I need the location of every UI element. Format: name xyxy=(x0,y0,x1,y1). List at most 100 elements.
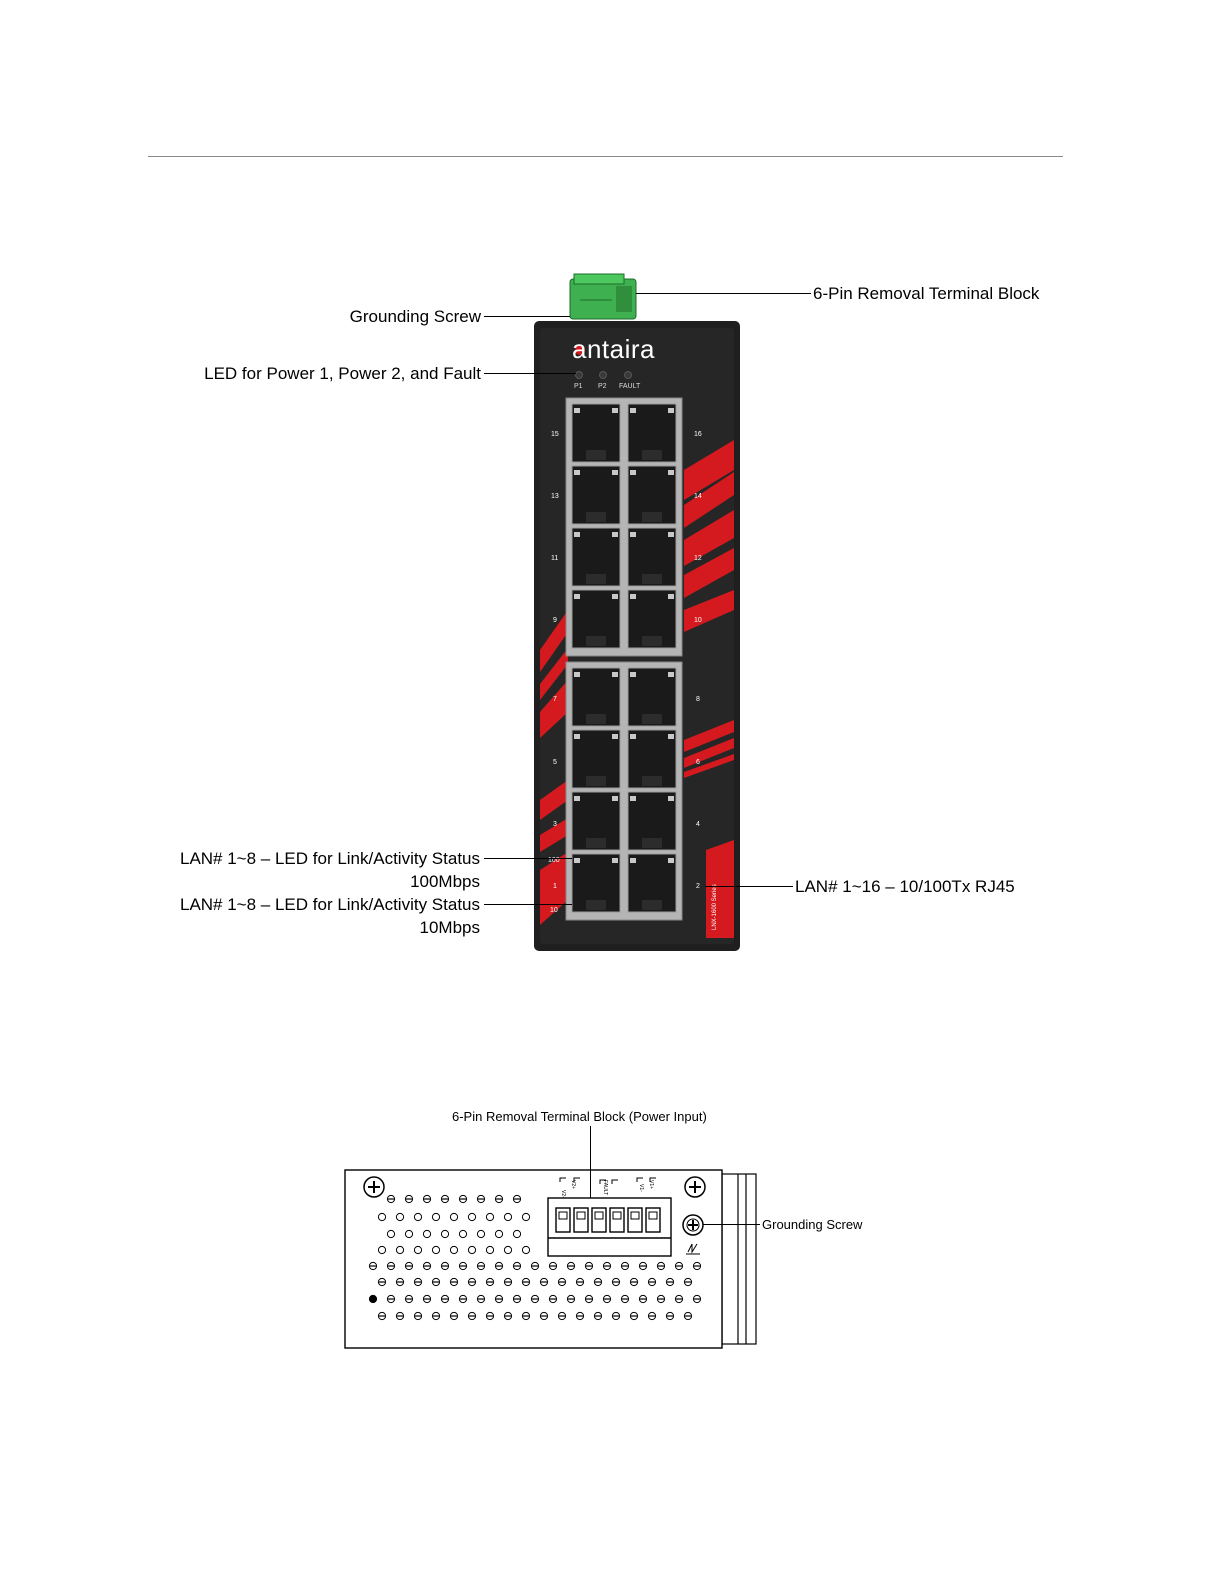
switch-front-view: antaira P1 P2 FAULT 15 13 11 9 7 5 3 1 1… xyxy=(534,273,740,951)
vent-hole xyxy=(431,1212,441,1222)
top-housing xyxy=(344,1169,723,1349)
vent-hole xyxy=(476,1229,486,1239)
red-accent-left xyxy=(540,610,568,925)
leader-line xyxy=(636,293,811,294)
vent-hole xyxy=(413,1212,423,1222)
vent-hole xyxy=(467,1245,477,1255)
rj45-port xyxy=(571,729,621,789)
vent-hole xyxy=(485,1212,495,1222)
vent-hole xyxy=(377,1212,387,1222)
vent-hole xyxy=(386,1229,396,1239)
rj45-port xyxy=(627,853,677,913)
port-numbers-right: 16 14 12 10 8 6 4 2 xyxy=(694,431,702,890)
callout-lan-100-line2: 100Mbps xyxy=(410,872,480,891)
vent-hole xyxy=(449,1245,459,1255)
port-number: 15 xyxy=(551,431,559,438)
callout-rj45: LAN# 1~16 – 10/100Tx RJ45 xyxy=(795,877,1015,896)
vent-hole xyxy=(422,1229,432,1239)
speed-label-10: 10 xyxy=(550,907,558,914)
callout-grounding-screw: Grounding Screw xyxy=(349,307,481,326)
port-number: 16 xyxy=(694,431,702,438)
leader-line xyxy=(703,1224,760,1225)
callout-lan-10-line1: LAN# 1~8 – LED for Link/Activity Status xyxy=(179,895,480,914)
vent-hole xyxy=(395,1245,405,1255)
vent-hole xyxy=(503,1245,513,1255)
port-number: 7 xyxy=(553,696,557,703)
leader-line xyxy=(484,373,576,374)
rj45-port xyxy=(571,791,621,851)
port-number: 11 xyxy=(551,555,558,562)
terminal-pin xyxy=(591,1207,607,1233)
led-label-fault: FAULT xyxy=(619,383,641,390)
vent-hole xyxy=(485,1245,495,1255)
mounting-screw-left-icon xyxy=(363,1176,385,1198)
speed-label-100: 100 xyxy=(548,857,560,864)
leader-line xyxy=(484,316,570,317)
vent-hole xyxy=(440,1229,450,1239)
port-number: 10 xyxy=(694,617,702,624)
port-number: 2 xyxy=(696,883,700,890)
pin-label: V2- xyxy=(560,1190,566,1198)
rj45-port xyxy=(627,527,677,587)
vent-hole xyxy=(458,1229,468,1239)
rj45-port xyxy=(627,465,677,525)
rj45-port xyxy=(627,791,677,851)
vent-hole xyxy=(404,1229,414,1239)
leader-line xyxy=(590,1126,591,1198)
callout-lan-10-line2: 10Mbps xyxy=(419,918,480,937)
leader-line xyxy=(484,904,572,905)
port-number: 13 xyxy=(551,493,559,500)
rj45-port xyxy=(627,729,677,789)
port-number: 8 xyxy=(696,696,700,703)
brand-logo: antaira xyxy=(572,334,655,364)
port-number: 4 xyxy=(696,821,700,828)
leader-line xyxy=(484,858,572,859)
callout-led-power: LED for Power 1, Power 2, and Fault xyxy=(204,364,481,383)
rj45-port xyxy=(627,589,677,649)
red-accent-right xyxy=(684,440,734,938)
terminal-pins xyxy=(555,1207,661,1233)
callout-lan-100-line1: LAN# 1~8 – LED for Link/Activity Status xyxy=(179,849,480,868)
callout-terminal-block: 6-Pin Removal Terminal Block xyxy=(813,284,1040,303)
port-number: 6 xyxy=(696,759,700,766)
leader-line xyxy=(705,886,793,887)
mounting-screw-right-icon xyxy=(684,1176,706,1198)
port-number: 3 xyxy=(553,821,557,828)
rj45-port xyxy=(571,403,621,463)
rj45-ports xyxy=(571,403,677,913)
rj45-port xyxy=(627,403,677,463)
port-number: 12 xyxy=(694,555,702,562)
pin-label: V2+ xyxy=(570,1180,576,1189)
model-label: LNX-1600 Series xyxy=(712,884,718,930)
led-label-p2: P2 xyxy=(598,383,607,390)
pin-label: FAULT xyxy=(602,1180,608,1195)
vent-hole xyxy=(467,1212,477,1222)
vent-hole xyxy=(413,1245,423,1255)
vent-hole xyxy=(494,1229,504,1239)
vent-hole xyxy=(503,1212,513,1222)
callout-top-terminal-block: 6-Pin Removal Terminal Block (Power Inpu… xyxy=(452,1109,707,1124)
rj45-port xyxy=(627,667,677,727)
terminal-pin xyxy=(645,1207,661,1233)
terminal-pin xyxy=(555,1207,571,1233)
rj45-port xyxy=(571,853,621,913)
callout-top-grounding-screw: Grounding Screw xyxy=(762,1217,863,1232)
top-terminal-block xyxy=(547,1197,672,1257)
rj45-port xyxy=(571,527,621,587)
rj45-port xyxy=(571,589,621,649)
terminal-pin xyxy=(609,1207,625,1233)
port-number: 14 xyxy=(694,493,702,500)
terminal-pin xyxy=(573,1207,589,1233)
port-number: 9 xyxy=(553,617,557,624)
vent-hole xyxy=(521,1245,531,1255)
port-number: 5 xyxy=(553,759,557,766)
led-label-p1: P1 xyxy=(574,383,583,390)
port-number: 1 xyxy=(553,883,557,890)
pin-label: V1- xyxy=(638,1184,644,1192)
ventilation-holes xyxy=(368,1194,702,1321)
pin-brackets xyxy=(559,1177,656,1184)
vent-hole xyxy=(377,1245,387,1255)
header-rule xyxy=(148,156,1063,157)
rj45-port xyxy=(571,465,621,525)
